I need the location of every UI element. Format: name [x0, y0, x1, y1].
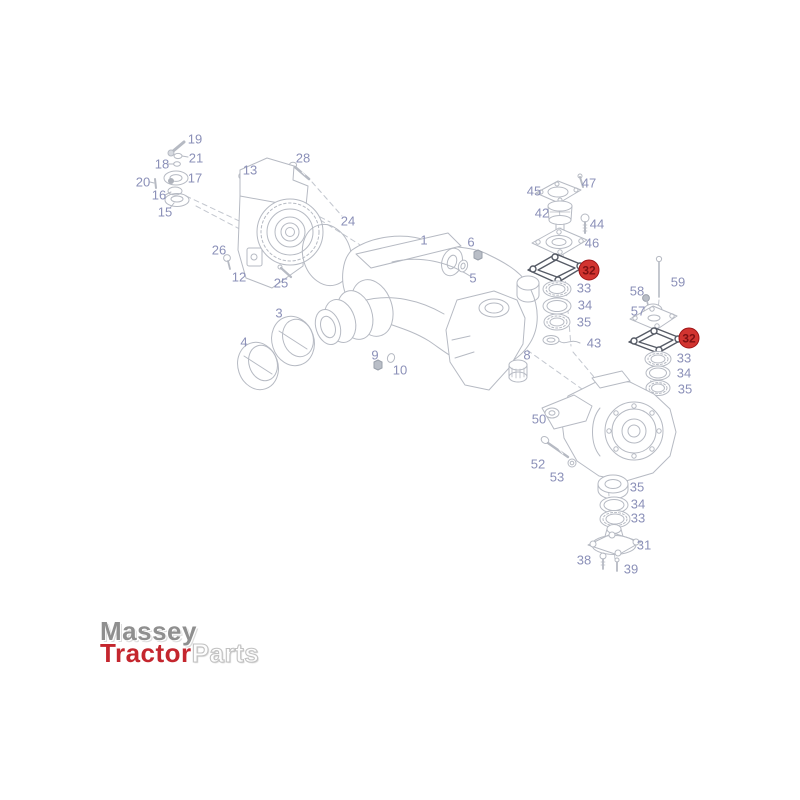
part-number-label: 35 [630, 480, 644, 495]
part-number-label: 6 [467, 235, 474, 250]
part-number-label: 4 [240, 335, 247, 350]
part-number-label: 35 [678, 382, 692, 397]
part-number-label: 31 [637, 538, 651, 553]
part-number-label: 39 [624, 562, 638, 577]
axle-housing-drawing [314, 232, 540, 369]
kingpin-stack-middle-drawing [527, 173, 590, 345]
part-number-label: 57 [631, 304, 645, 319]
badge-part-number: 32 [582, 264, 596, 278]
part-number-label: 52 [531, 457, 545, 472]
part-number-label: 24 [341, 214, 355, 229]
part-number-label: 8 [523, 348, 530, 363]
part-number-label: 34 [677, 366, 691, 381]
part-number-label: 18 [155, 157, 169, 172]
part-number-label: 16 [152, 188, 166, 203]
left-knuckle-drawing [445, 290, 528, 391]
part-number-label: 38 [577, 553, 591, 568]
part-number-label: 43 [587, 336, 601, 351]
part-number-label: 53 [550, 470, 564, 485]
brand-line2: TractorParts [100, 638, 260, 668]
part-number-label: 34 [578, 298, 592, 313]
part-number-label: 17 [188, 171, 202, 186]
part-number-label: 10 [393, 363, 407, 378]
part-number-label: 34 [631, 497, 645, 512]
input-housing-drawing [237, 157, 324, 289]
part-number-label: 15 [158, 205, 172, 220]
part-number-label: 26 [212, 243, 226, 258]
part-number-label: 33 [631, 511, 645, 526]
badge-circle [678, 327, 700, 349]
part-number-label: 5 [469, 271, 476, 286]
part-number-label: 45 [527, 184, 541, 199]
part-number-label: 42 [535, 206, 549, 221]
part-number-label: 59 [671, 275, 685, 290]
small-fasteners-drawing [373, 249, 483, 371]
gasket-32-right-drawing [628, 327, 684, 354]
brand-logo: Massey TractorParts [100, 616, 260, 668]
part-number-label: 33 [677, 351, 691, 366]
bolt-52-drawing [540, 436, 577, 468]
part-number-label: 25 [274, 276, 288, 291]
part-number-label: 50 [532, 412, 546, 427]
part-number-label: 9 [371, 348, 378, 363]
right-knuckle-drawing [541, 370, 677, 482]
bolt-26-drawing [223, 254, 231, 270]
part-number-label: 1 [420, 233, 427, 248]
part-number-label: 13 [243, 163, 257, 178]
part-number-label: 46 [585, 236, 599, 251]
part-number-label: 20 [136, 175, 150, 190]
highlighted-part-badge: 32 [678, 327, 700, 349]
brand-word-massey: Massey [100, 616, 197, 646]
part-number-label: 21 [189, 151, 203, 166]
boot-rings-drawing [237, 315, 315, 391]
highlighted-part-badge: 32 [578, 259, 600, 281]
part-number-label: 3 [275, 306, 282, 321]
brand-word-tractor: Tractor [100, 638, 192, 668]
badge-part-number: 32 [682, 332, 696, 346]
part-number-label: 44 [590, 217, 604, 232]
part-number-label: 28 [296, 151, 310, 166]
badge-circle [578, 259, 600, 281]
part-number-label: 35 [577, 315, 591, 330]
part-number-label: 19 [188, 132, 202, 147]
highlight-badges: 32 32 [578, 259, 700, 349]
part-number-label: 12 [232, 270, 246, 285]
oring-24-drawing [301, 223, 353, 287]
part-number-label: 47 [582, 176, 596, 191]
part-number-label: 58 [630, 284, 644, 299]
kingpin-stack-lower-drawing [587, 474, 642, 572]
part-number-label: 33 [577, 281, 591, 296]
breather-cap-parts-drawing [149, 140, 190, 209]
brand-word-parts: Parts [191, 638, 260, 668]
